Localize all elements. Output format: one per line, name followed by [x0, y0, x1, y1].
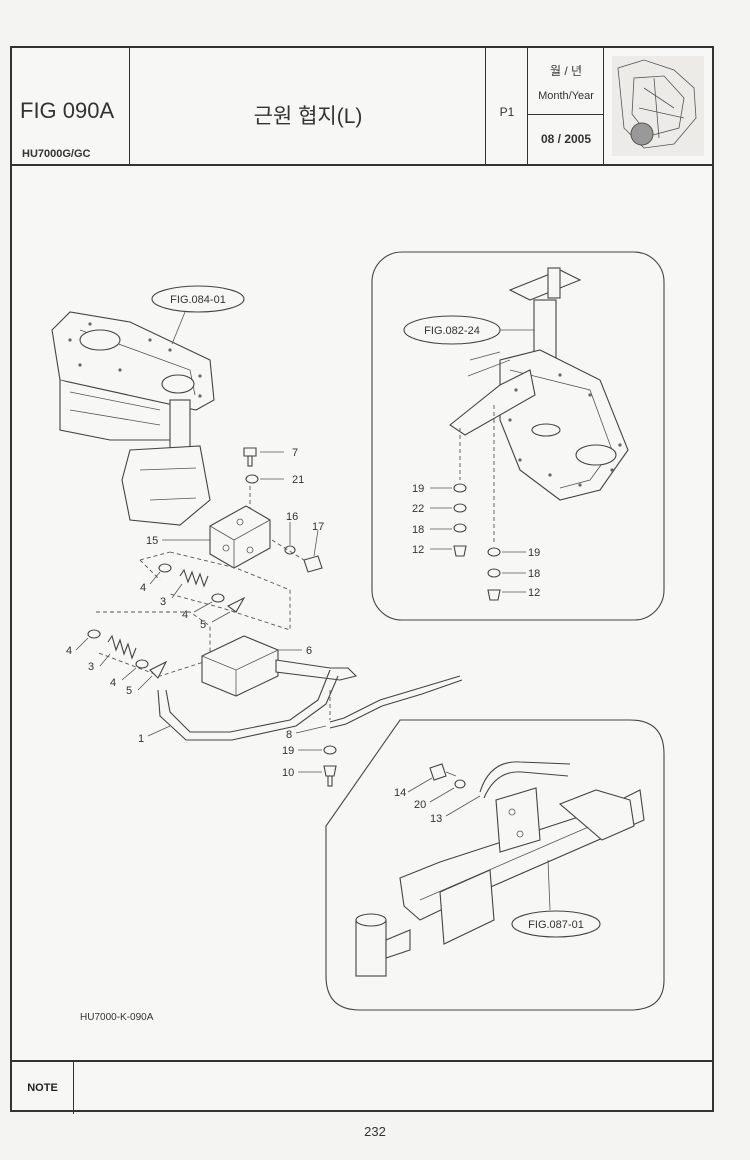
part-label: 12	[412, 544, 424, 556]
model-code: HU7000G/GC	[22, 148, 91, 160]
part-label: 1	[138, 733, 144, 745]
part-label: 13	[430, 813, 442, 825]
part-label: 4	[66, 645, 72, 657]
month-year-kr: 월 / 년	[549, 64, 583, 78]
thumbnail-cell	[604, 48, 712, 164]
part-label: 21	[292, 474, 304, 486]
revision-date: 08 / 2005	[540, 132, 592, 146]
part-label: 4	[140, 582, 146, 594]
part-label: 20	[414, 799, 426, 811]
part-label: 16	[286, 511, 298, 523]
part-label: 15	[146, 535, 158, 547]
fig-id: FIG 090A	[20, 98, 115, 123]
callout-fig082: FIG.082-24	[424, 325, 480, 337]
part-label: 19	[282, 745, 294, 757]
page-code-cell: P1	[486, 48, 528, 164]
inset-bottom-panel	[325, 719, 665, 1011]
part-label: 5	[200, 619, 206, 631]
page-title: 근원 협지(L)	[253, 105, 363, 128]
part-label: 10	[282, 767, 294, 779]
part-label: 19	[412, 483, 424, 495]
inset-top-panel	[371, 251, 665, 621]
part-label: 5	[126, 685, 132, 697]
page-number: 232	[364, 1124, 386, 1139]
part-label: 3	[88, 661, 94, 673]
machine-thumbnail	[612, 56, 704, 156]
fig-cell: FIG 090A HU7000G/GC	[12, 48, 130, 164]
part-label: 19	[528, 547, 540, 559]
page-code: P1	[499, 105, 515, 119]
main-assembly	[51, 285, 463, 787]
note-label: NOTE	[12, 1062, 74, 1114]
part-label: 22	[412, 503, 424, 515]
part-label: 8	[286, 729, 292, 741]
part-label: 14	[394, 787, 406, 799]
title-cell: 근원 협지(L)	[130, 48, 486, 164]
callout-fig084: FIG.084-01	[170, 294, 226, 306]
part-label: 7	[292, 447, 298, 459]
part-label: 18	[528, 568, 540, 580]
part-label: 4	[182, 609, 188, 621]
drawing-reference: HU7000-K-090A	[80, 1012, 154, 1023]
callout-fig087: FIG.087-01	[528, 919, 584, 931]
part-label: 3	[160, 596, 166, 608]
date-divider	[528, 114, 604, 115]
title-block: FIG 090A HU7000G/GC 근원 협지(L) P1 월 / 년 Mo…	[12, 48, 712, 166]
part-label: 6	[306, 645, 312, 657]
note-row: NOTE	[12, 1060, 712, 1114]
part-label: 17	[312, 521, 324, 533]
part-label: 12	[528, 587, 540, 599]
month-year-en: Month/Year	[538, 90, 594, 102]
part-label: 18	[412, 524, 424, 536]
date-cell: 월 / 년 Month/Year 08 / 2005	[528, 48, 604, 164]
part-label: 4	[110, 677, 116, 689]
